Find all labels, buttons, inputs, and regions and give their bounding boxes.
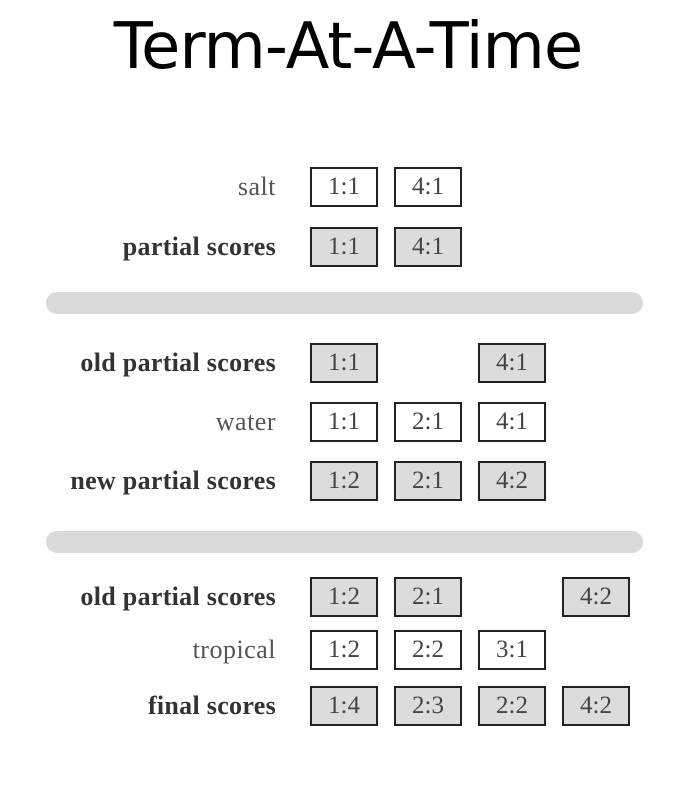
score-cell: 4:2 <box>478 461 546 501</box>
score-cell: 2:1 <box>394 461 462 501</box>
row-label: water <box>215 407 276 436</box>
row-label: tropical <box>192 635 276 664</box>
score-cell: 1:2 <box>310 461 378 501</box>
score-cell: 2:2 <box>394 630 462 670</box>
score-cell: 1:1 <box>310 227 378 267</box>
row-label: old partial scores <box>80 348 276 377</box>
score-cell: 1:2 <box>310 577 378 617</box>
score-cell: 2:3 <box>394 686 462 726</box>
score-cell: 2:1 <box>394 402 462 442</box>
row-label: salt <box>237 172 276 201</box>
score-cell: 1:1 <box>310 343 378 383</box>
score-cell: 4:1 <box>478 402 546 442</box>
score-cell: 1:1 <box>310 167 378 207</box>
score-cell: 1:4 <box>310 686 378 726</box>
slide-title: Term-At-A-Time <box>113 10 583 84</box>
row-label: partial scores <box>122 232 276 261</box>
score-cell: 4:1 <box>394 227 462 267</box>
separator-bar <box>46 292 643 314</box>
row-label: final scores <box>147 691 276 720</box>
score-cell: 1:2 <box>310 630 378 670</box>
score-cell: 2:1 <box>394 577 462 617</box>
score-cell: 2:2 <box>478 686 546 726</box>
score-cell: 3:1 <box>478 630 546 670</box>
score-cell: 4:2 <box>562 577 630 617</box>
row-label: old partial scores <box>80 582 276 611</box>
score-cell: 4:1 <box>478 343 546 383</box>
row-label: new partial scores <box>70 466 276 495</box>
score-cell: 4:2 <box>562 686 630 726</box>
separator-bar <box>46 531 643 553</box>
score-cell: 4:1 <box>394 167 462 207</box>
score-cell: 1:1 <box>310 402 378 442</box>
